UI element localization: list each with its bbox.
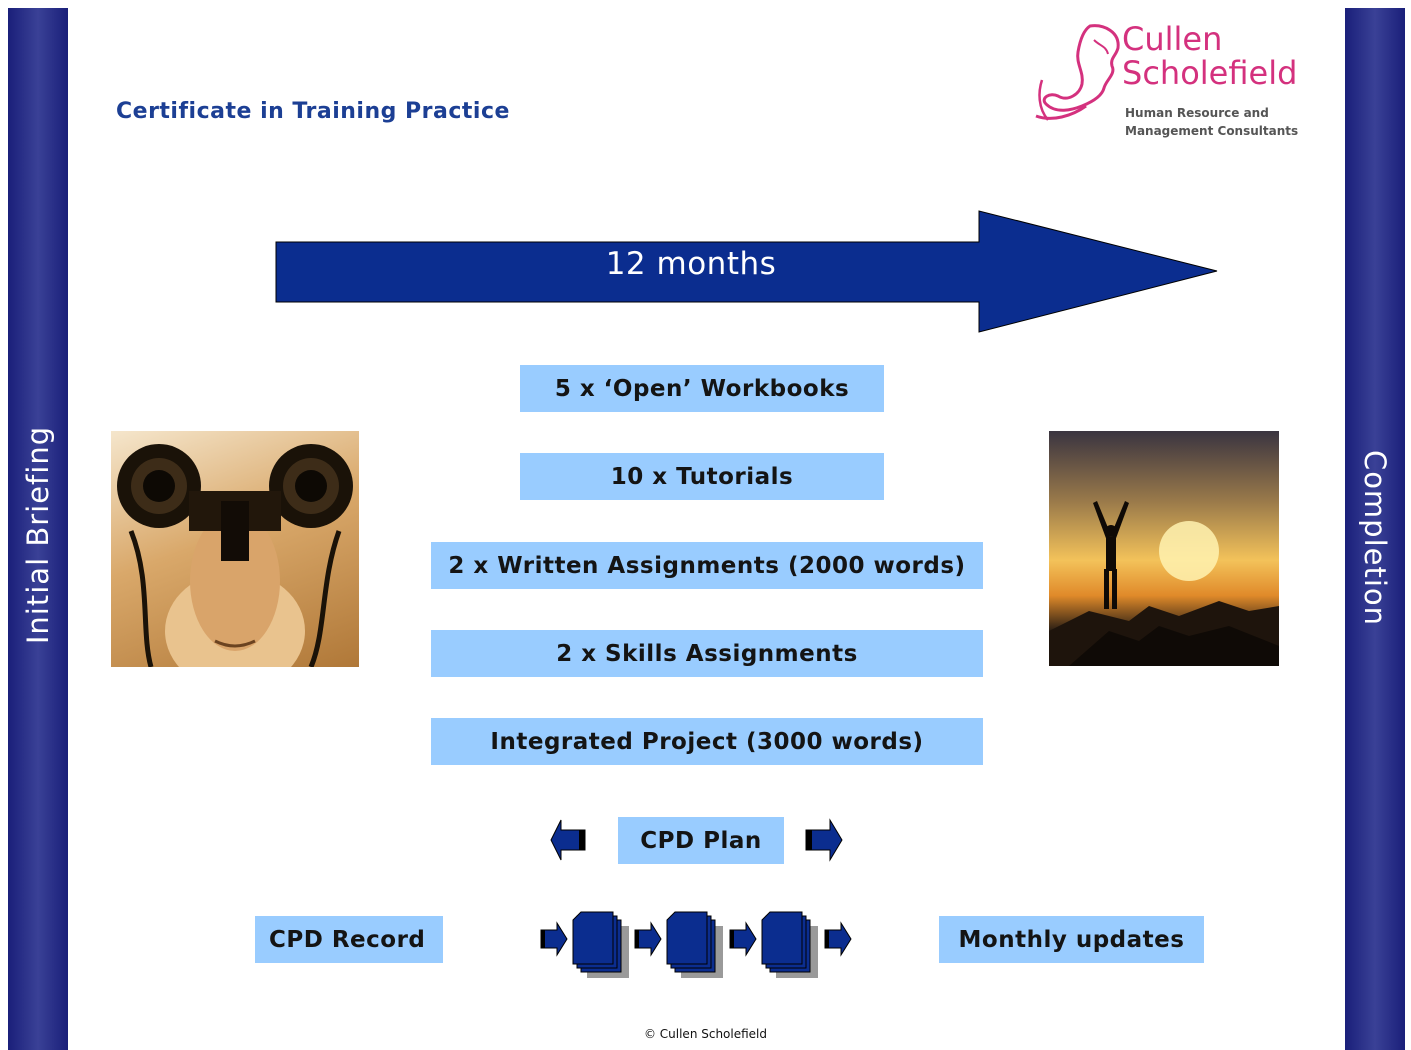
timeline-arrow: [275, 210, 1218, 333]
page-title: Certificate in Training Practice: [116, 99, 510, 124]
arrow-left-icon: [550, 819, 586, 861]
sunset-silhouette-photo: [1049, 431, 1279, 666]
document-flow-diagram: [540, 911, 852, 978]
monthly-updates-box: Monthly updates: [939, 916, 1204, 963]
tutorials-box: 10 x Tutorials: [520, 453, 884, 500]
flow-arrow-icon: [540, 921, 568, 957]
timeline-arrow-label: 12 months: [605, 246, 777, 282]
completion-label: Completion: [1358, 449, 1392, 627]
logo-name-line1: Cullen: [1122, 20, 1223, 58]
document-stack-icon: [761, 911, 818, 978]
workbooks-box: 5 x ‘Open’ Workbooks: [520, 365, 884, 412]
logo-tagline2: Management Consultants: [1125, 124, 1299, 138]
logo-name-line2: Scholefield: [1122, 54, 1298, 92]
arrow-right-icon: [805, 818, 843, 862]
binoculars-photo: [111, 431, 359, 667]
initial-briefing-label: Initial Briefing: [21, 425, 55, 645]
document-stack-icon: [572, 911, 629, 978]
logo-tagline1: Human Resource and: [1125, 106, 1269, 120]
cpd-plan-box: CPD Plan: [618, 817, 784, 864]
left-sidebar-initial-briefing: Initial Briefing: [8, 8, 68, 1050]
flow-arrow-icon: [824, 921, 852, 957]
cpd-record-box: CPD Record: [255, 916, 443, 963]
flow-arrow-icon: [729, 921, 757, 957]
document-stack-icon: [666, 911, 723, 978]
right-sidebar-completion: Completion: [1345, 8, 1405, 1050]
written-assignments-box: 2 x Written Assignments (2000 words): [431, 542, 983, 589]
integrated-project-box: Integrated Project (3000 words): [431, 718, 983, 765]
profile-face-icon: [1035, 24, 1120, 121]
flow-arrow-icon: [634, 921, 662, 957]
skills-assignments-box: 2 x Skills Assignments: [431, 630, 983, 677]
copyright-notice: © Cullen Scholefield: [643, 1027, 768, 1041]
cullen-scholefield-logo: Cullen Scholefield Human Resource and Ma…: [1032, 20, 1322, 150]
